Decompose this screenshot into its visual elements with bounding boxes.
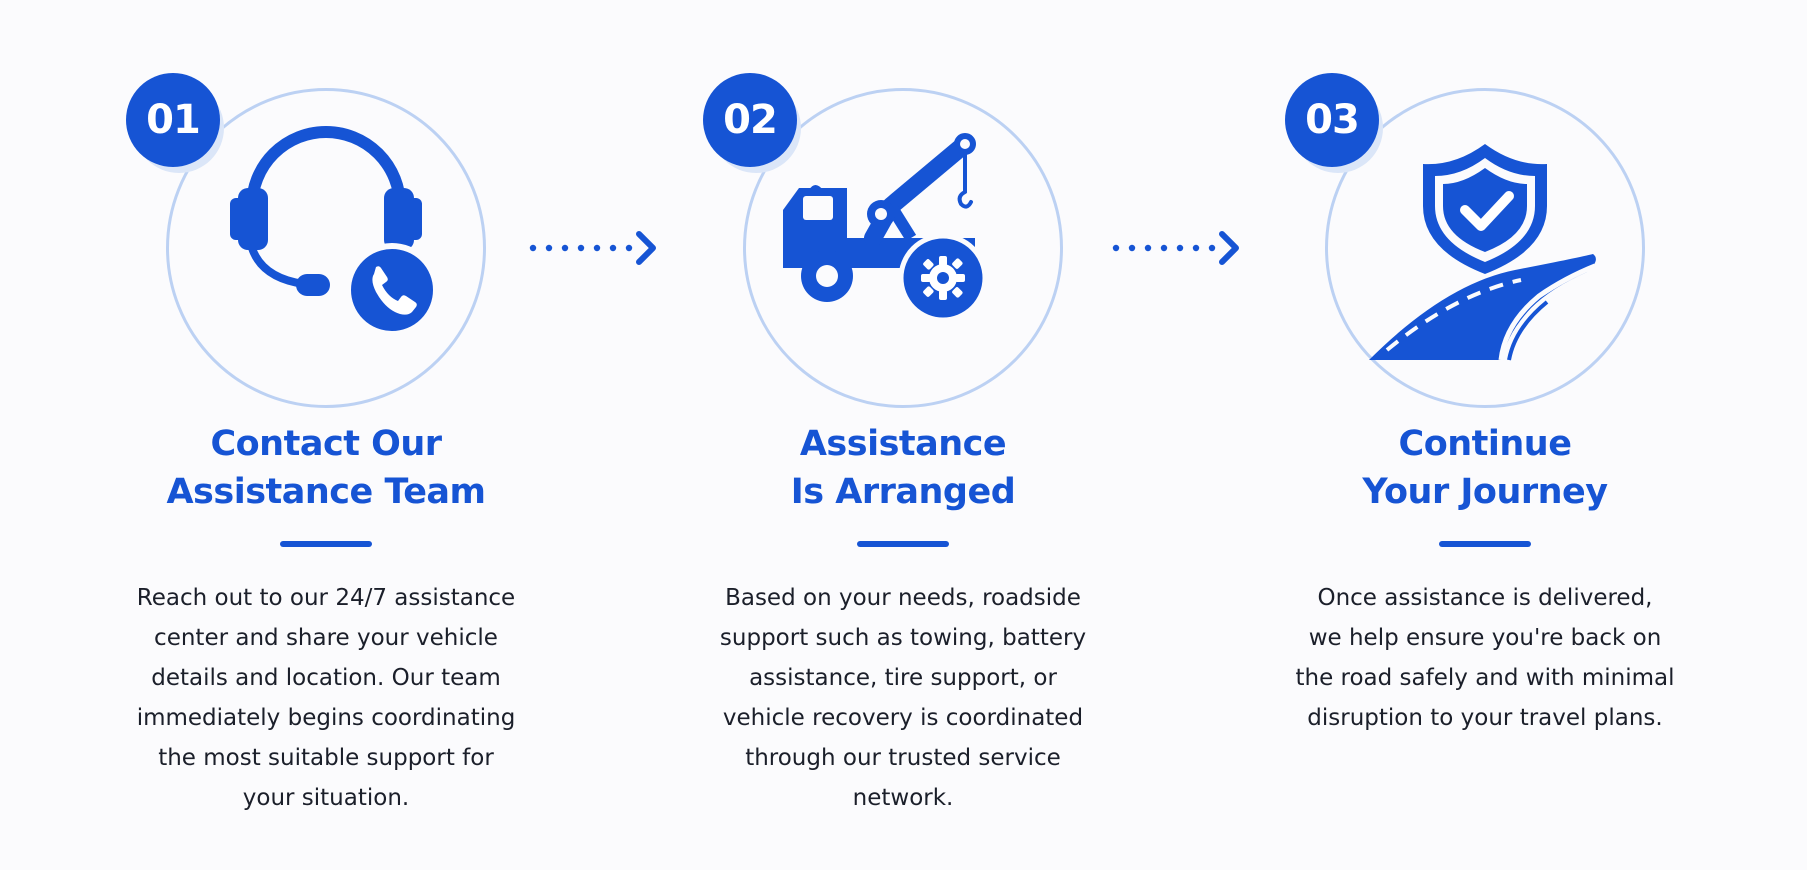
step-description: Reach out to our 24/7 assistance center … [66,578,586,818]
step-number-badge: 02 [703,73,797,167]
tow-truck-icon [783,133,988,323]
step-title-line: Continue [1398,424,1572,464]
description-line: your situation. [242,785,410,811]
title-underline [857,541,949,547]
step-title-line: Assistance [799,424,1007,464]
description-line: assistance, tire support, or [749,665,1057,691]
description-line: the road safely and with minimal [1295,665,1675,691]
step-title-line: Is Arranged [790,472,1016,512]
step-title-line: Your Journey [1362,472,1608,512]
step-number-badge: 03 [1285,73,1379,167]
description-line: Reach out to our 24/7 assistance [136,585,516,611]
step-3: 03 Continue Your Journey Once assistance… [1225,0,1745,870]
step-title-line: Contact Our [210,424,442,464]
headset-phone-icon [230,126,439,337]
description-line: network. [852,785,954,811]
title-underline [1439,541,1531,547]
step-title: Continue Your Journey [1225,420,1745,516]
description-line: support such as towing, battery [719,625,1087,651]
description-line: vehicle recovery is coordinated [722,705,1084,731]
step-description: Once assistance is delivered, we help en… [1225,578,1745,738]
step-title: Assistance Is Arranged [643,420,1163,516]
description-line: center and share your vehicle [154,625,498,651]
step-title: Contact Our Assistance Team [66,420,586,516]
step-description: Based on your needs, roadside support su… [643,578,1163,818]
description-line: through our trusted service [745,745,1061,771]
description-line: details and location. Our team [151,665,501,691]
shield-road-icon [1369,144,1596,361]
step-title-line: Assistance Team [166,472,486,512]
description-line: Once assistance is delivered, [1317,585,1653,611]
step-1: 01 Contact Our Assistance Team Reach out… [66,0,586,870]
dotted-arrow-right-icon [529,231,656,265]
step-2: 02 Assistance Is Arranged Based on your … [643,0,1163,870]
dotted-arrow-right-icon [1112,231,1239,265]
step-number-badge: 01 [126,73,220,167]
description-line: immediately begins coordinating [136,705,516,731]
icon-ring [166,88,486,408]
description-line: we help ensure you're back on [1308,625,1662,651]
description-line: the most suitable support for [158,745,494,771]
description-line: disruption to your travel plans. [1307,705,1663,731]
title-underline [280,541,372,547]
description-line: Based on your needs, roadside [725,585,1081,611]
